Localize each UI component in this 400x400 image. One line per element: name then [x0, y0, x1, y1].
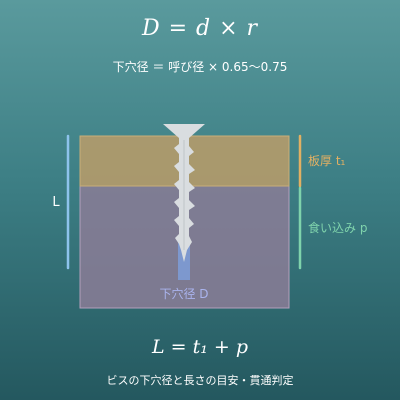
- penetration-label: 食い込み p: [308, 220, 367, 235]
- length-label: L: [52, 195, 60, 210]
- length-diameter-formula: D = d × r: [141, 16, 259, 41]
- thickness-label: 板厚 t₁: [308, 154, 346, 168]
- length-formula: L = t₁ + p: [151, 336, 249, 358]
- screw-icon: [163, 124, 205, 262]
- pilot-hole-label: 下穴径 D: [159, 286, 208, 301]
- diagram-caption: ビスの下穴径と長さの目安・貫通判定: [106, 374, 294, 387]
- pilot-hole-formula: 下穴径 ＝ 呼び径 × 0.65〜0.75: [112, 60, 288, 74]
